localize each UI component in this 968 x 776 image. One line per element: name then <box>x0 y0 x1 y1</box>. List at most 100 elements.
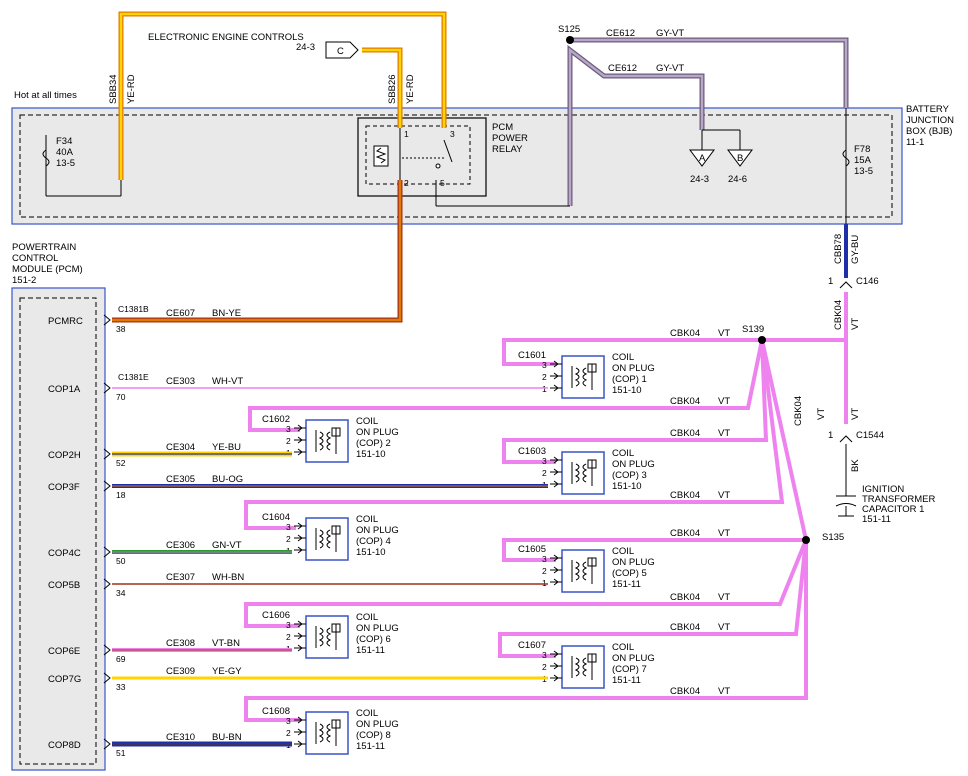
relay-coil-winding <box>375 147 387 164</box>
coil-name-line: (COP) 5 <box>612 568 647 579</box>
coil-pin-arrow <box>553 650 559 658</box>
pcm-pin-label: COP8D <box>48 740 81 751</box>
coil-pin-number: 2 <box>542 662 547 672</box>
ce612-wire-a-core <box>568 47 704 206</box>
vt-fan-label-1: VT <box>816 408 827 420</box>
coil-pin-arrow <box>297 716 303 724</box>
circuit-color: WH-VT <box>212 376 243 387</box>
bjb-ref: 11-1 <box>906 137 924 148</box>
coil-name-line: COIL <box>356 708 378 719</box>
f78-ref: 13-5 <box>854 166 873 177</box>
coil-pin-arrow <box>553 674 559 682</box>
capacitor-name-3: CAPACITOR 1 <box>862 504 924 515</box>
vt-label-5: VT <box>718 528 730 539</box>
s139-label: S139 <box>742 324 764 335</box>
ground-a-label: A <box>699 153 706 164</box>
coil-pin-arrow <box>297 436 303 444</box>
sbb26-label: SBB26 <box>387 74 398 104</box>
coil-name-line: (COP) 6 <box>356 634 391 645</box>
cbk04-label-8: CBK04 <box>670 686 700 697</box>
pcm-pin-label: COP1A <box>48 384 81 395</box>
pcm-name-3: MODULE (PCM) <box>12 264 83 275</box>
coil-pin-arrow <box>553 372 559 380</box>
vt-label-6: VT <box>718 592 730 603</box>
coil-symbol <box>315 719 341 746</box>
circuit-label: CE305 <box>166 474 195 485</box>
coil-name-line: (COP) 8 <box>356 730 391 741</box>
coil-name-line: 151-11 <box>356 741 385 752</box>
circuit-label: CE304 <box>166 442 195 453</box>
coil-pin-arrow <box>297 632 303 640</box>
pcm-pin-number: 69 <box>116 654 126 664</box>
circuit-color: GN-VT <box>212 540 242 551</box>
coil-name-line: COIL <box>612 448 634 459</box>
coil-symbol <box>315 427 341 454</box>
ce612-b-label: CE612 <box>608 63 637 74</box>
pcm-name-1: POWERTRAIN <box>12 242 76 253</box>
coil-name-line: ON PLUG <box>612 557 655 568</box>
pcm-pin-number: 38 <box>116 324 126 334</box>
pin-arrow <box>103 672 111 684</box>
relay-switch <box>443 139 453 163</box>
coil-symbol <box>571 459 597 486</box>
pcm-pin-label: COP6E <box>48 646 80 657</box>
pcm-pin-label: COP5B <box>48 580 80 591</box>
bjb-inner-box <box>19 114 893 218</box>
coil-name-line: COIL <box>356 514 378 525</box>
coil-name-line: 151-10 <box>356 449 386 460</box>
coil-pin-number: 3 <box>286 424 291 434</box>
ce612-a-color: GY-VT <box>656 28 684 39</box>
sbb34-label: SBB34 <box>108 74 119 104</box>
pcm-pin-label: PCMRC <box>48 316 83 327</box>
cbk04-fanout <box>244 338 808 722</box>
pin-arrow <box>103 644 111 656</box>
pin-arrow <box>103 448 111 460</box>
coil-pin-arrow <box>553 384 559 392</box>
circuit-label: CE308 <box>166 638 195 649</box>
coil-connector-label: C1605 <box>518 544 546 555</box>
pin-arrow <box>103 480 111 492</box>
f78-fuse-symbol <box>842 149 850 167</box>
coil-name-line: (COP) 7 <box>612 664 647 675</box>
pcm-connector-label: C1381B <box>118 304 149 314</box>
coil-pin-arrow <box>553 566 559 574</box>
capacitor-name-2: TRANSFORMER <box>862 494 936 505</box>
ce607-wire-core <box>112 180 402 322</box>
circuit-color: YE-GY <box>212 666 242 677</box>
circuit-color: BN-YE <box>212 308 241 319</box>
cbb78-label: CBB78 <box>833 234 844 264</box>
coil-pin-number: 2 <box>286 632 291 642</box>
relay-name-2: POWER <box>492 133 528 144</box>
circuit-color: VT-BN <box>212 638 240 649</box>
coil-pin-number: 2 <box>286 728 291 738</box>
coil-name-line: COIL <box>612 352 634 363</box>
f34-name: F34 <box>56 136 72 147</box>
coil-name-line: 151-10 <box>356 547 386 558</box>
coil-name-line: ON PLUG <box>356 427 399 438</box>
coil-pin-arrow <box>297 620 303 628</box>
coil-pin-number: 2 <box>286 534 291 544</box>
ce612-b-color: GY-VT <box>656 63 684 74</box>
relay-inner-box <box>365 125 471 185</box>
cbk04-vertical-label: CBK04 <box>833 300 844 330</box>
coil-connector-label: C1601 <box>518 350 546 361</box>
coil-name-line: ON PLUG <box>356 525 399 536</box>
coil-pin-arrow <box>297 448 303 456</box>
c1544-pin: 1 <box>828 430 833 441</box>
cbk04-label-1: CBK04 <box>670 328 700 339</box>
pcm-pin-number: 51 <box>116 748 126 758</box>
coil-name-line: 151-10 <box>612 385 642 396</box>
coil-pin-number: 3 <box>542 360 547 370</box>
coil-name-line: COIL <box>612 546 634 557</box>
vt-label-7: VT <box>718 622 730 633</box>
relay-pin-5: 5 <box>440 178 445 188</box>
coil-name-line: ON PLUG <box>356 719 399 730</box>
coil-pin-number: 3 <box>286 522 291 532</box>
s125-splice <box>566 36 574 44</box>
